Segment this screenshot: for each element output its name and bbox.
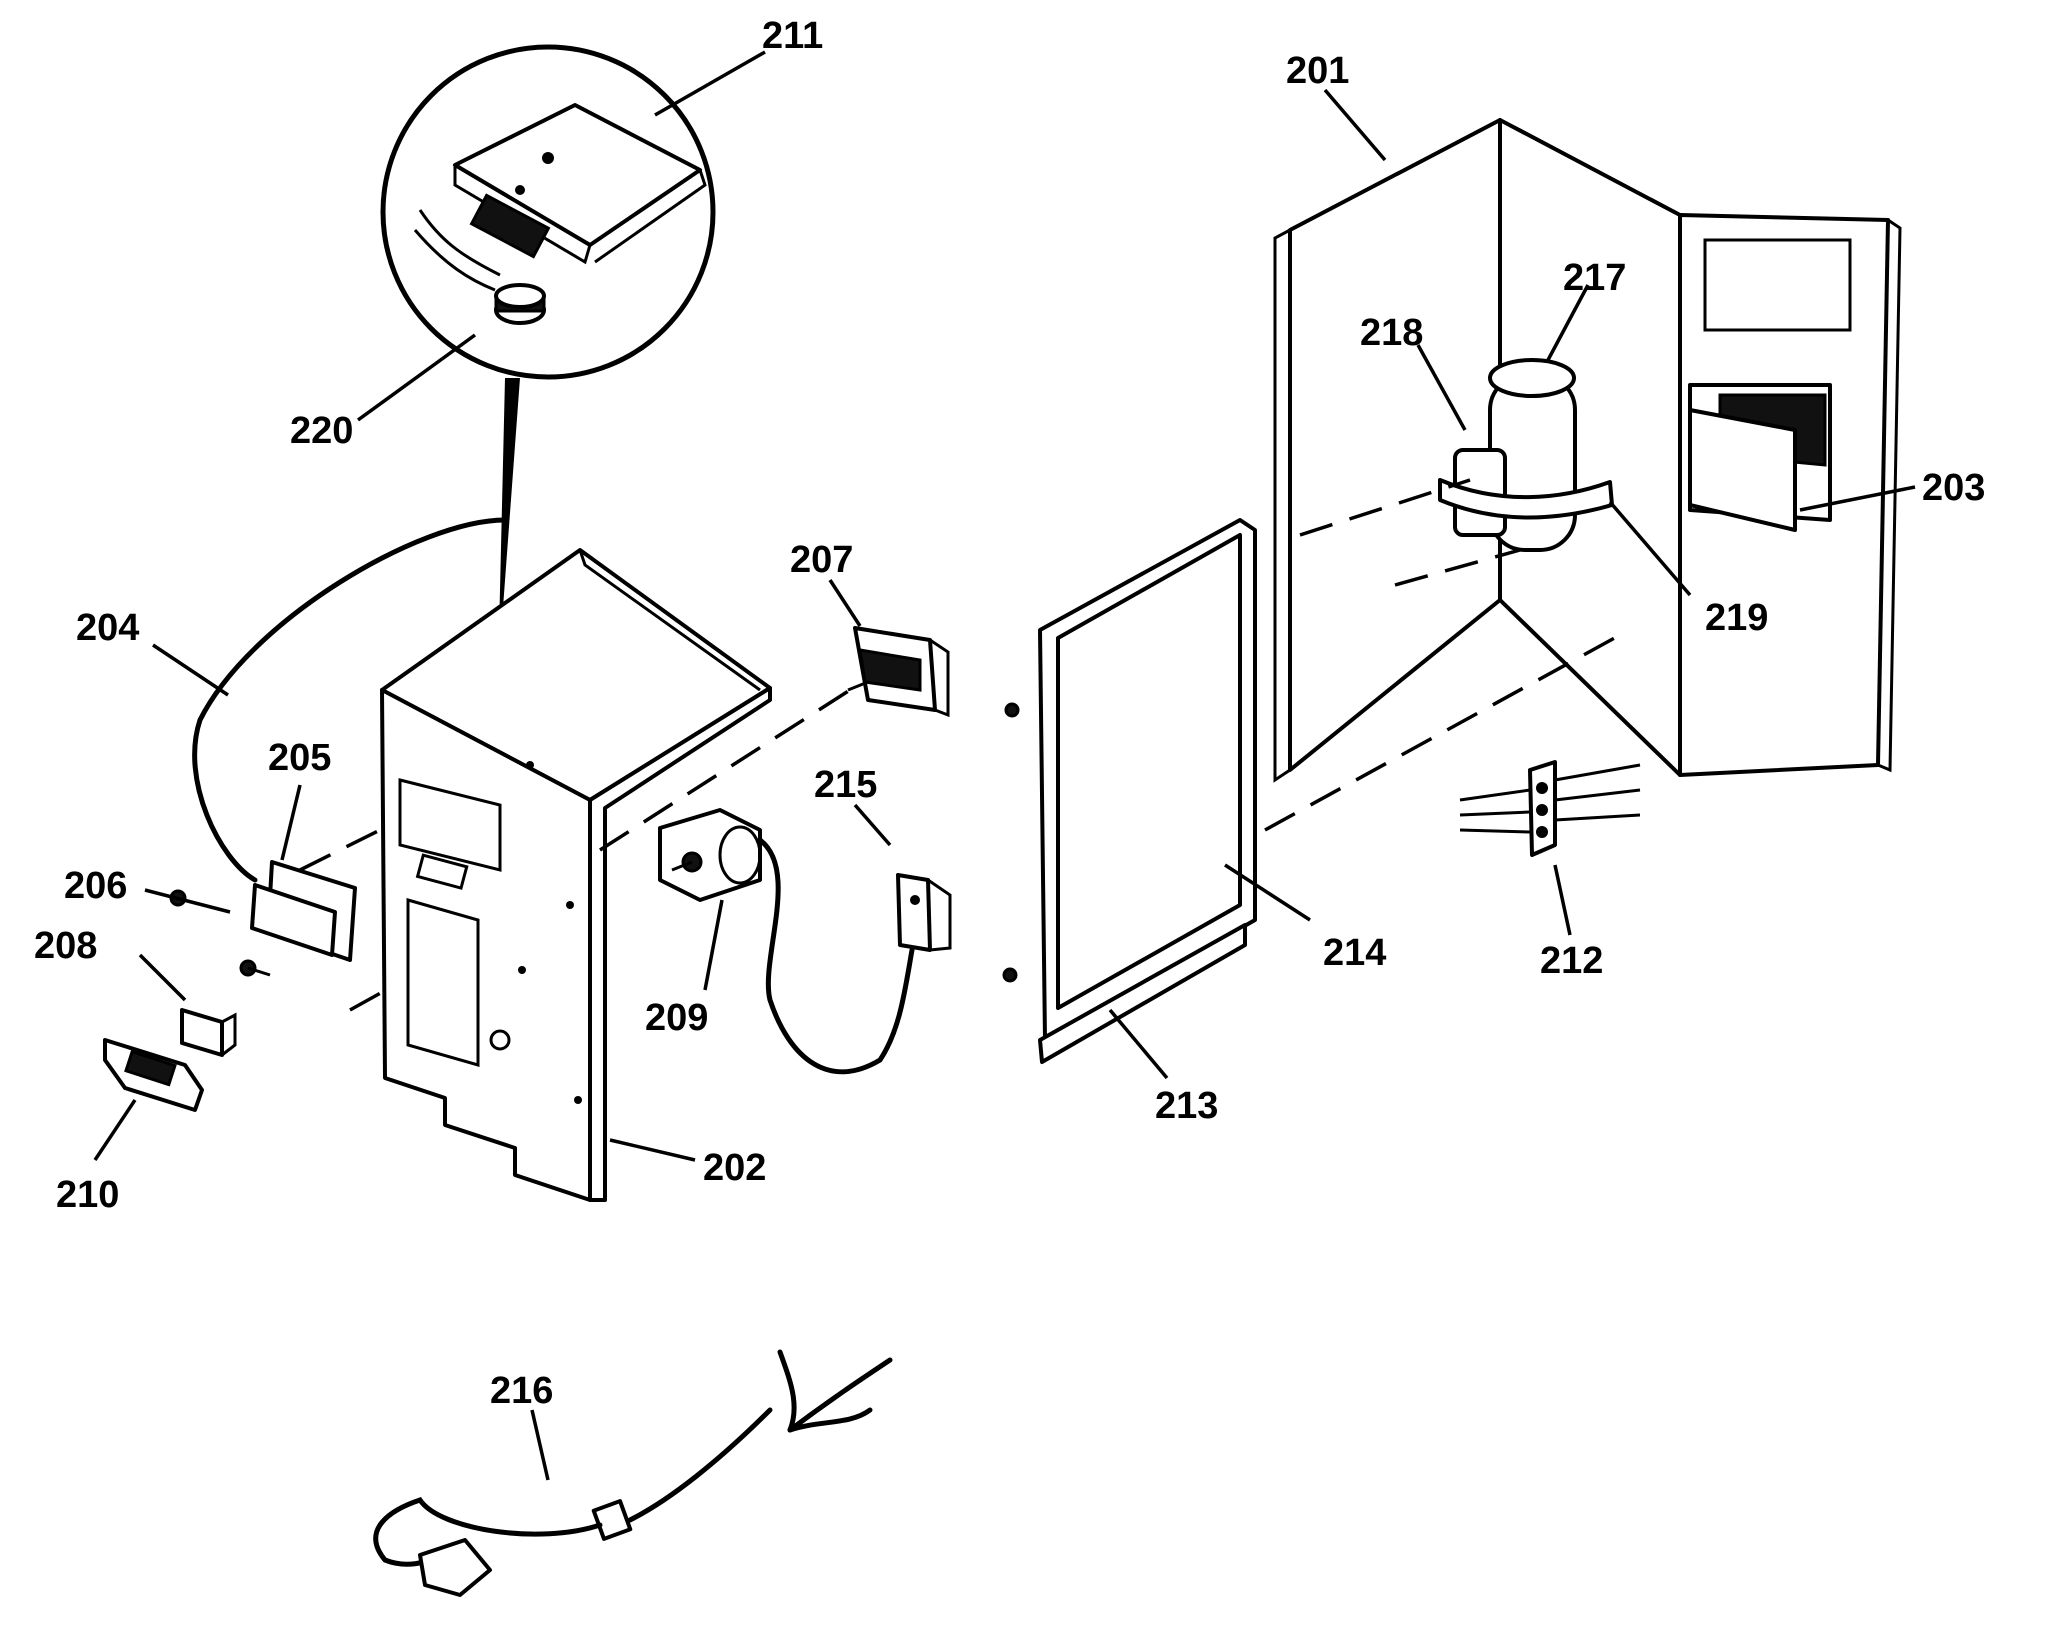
part-220-knob: [494, 283, 546, 325]
part-205-bracket: [250, 860, 357, 962]
detail-pointer: [498, 378, 520, 675]
part-215-clip: [896, 873, 952, 952]
callout-208: 208: [34, 925, 97, 967]
callout-211: 211: [762, 15, 823, 57]
part-216-power-cord: [373, 1349, 893, 1597]
assembly-lines: [299, 478, 1621, 1012]
callout-205: 205: [268, 737, 331, 779]
part-208-switch: [180, 1008, 237, 1057]
callout-212: 212: [1540, 940, 1603, 982]
leader-lines: [93, 50, 1916, 1481]
callout-217: 217: [1563, 257, 1626, 299]
part-203-dispenser-frame: [1678, 213, 1902, 777]
callout-206: 206: [64, 865, 127, 907]
callout-201: 201: [1286, 50, 1349, 92]
callout-204: 204: [76, 607, 139, 649]
part-207-switch: [847, 626, 950, 718]
callout-218: 218: [1360, 312, 1423, 354]
part-214-panel: [1038, 518, 1257, 1042]
callout-210: 210: [56, 1174, 119, 1216]
part-211-control-plate: [413, 103, 707, 292]
part-210-bezel: [103, 1038, 204, 1112]
callout-207: 207: [790, 539, 853, 581]
callout-202: 202: [703, 1147, 766, 1189]
callout-215: 215: [814, 764, 877, 806]
callout-203: 203: [1922, 467, 1985, 509]
callout-219: 219: [1705, 597, 1768, 639]
callout-220: 220: [290, 410, 353, 452]
callout-216: 216: [490, 1370, 553, 1412]
callout-213: 213: [1155, 1085, 1218, 1127]
callouts: 201 202 203 204 205 206 208 207 209 210 …: [34, 15, 1985, 1412]
callout-214: 214: [1323, 932, 1386, 974]
part-213-bottom-trim: [1002, 702, 1247, 1064]
part-212-connector: [1459, 760, 1641, 857]
callout-209: 209: [645, 997, 708, 1039]
part-201-back-panel: [1273, 118, 1682, 783]
part-209-thermostat: [658, 808, 915, 1075]
part-202-housing: [380, 548, 772, 1202]
